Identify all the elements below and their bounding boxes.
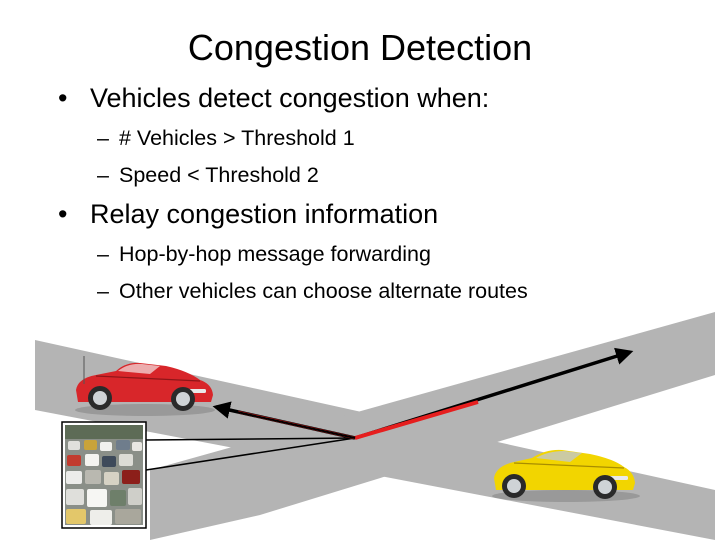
relay-arrow-backward-core [227,409,356,439]
yellow-car-icon [492,449,640,502]
dash-glyph: – [97,126,109,150]
photo-connector-bottom [145,437,356,471]
sub-item-1-1-text: # Vehicles > Threshold 1 [119,126,355,150]
sub-item-2-2: –Other vehicles can choose alternate rou… [97,276,528,306]
sub-item-2-1: –Hop-by-hop message forwarding [97,239,431,269]
sub-item-2-1-text: Hop-by-hop message forwarding [119,242,431,266]
sub-item-1-2-text: Speed < Threshold 2 [119,163,319,187]
bullet-2: • Relay congestion information [58,196,438,232]
red-car-icon [75,356,215,416]
bullet-1: • Vehicles detect congestion when: [58,80,489,116]
bullet-glyph: • [58,199,68,229]
dash-glyph: – [97,163,109,187]
bullet-1-text: Vehicles detect congestion when: [90,83,490,113]
slide-title: Congestion Detection [187,27,533,68]
dash-glyph: – [97,279,109,303]
bullet-glyph: • [58,83,68,113]
sub-item-1-1: –# Vehicles > Threshold 1 [97,123,355,153]
dash-glyph: – [97,242,109,266]
photo-connector-top [145,437,356,441]
congestion-segment [354,400,479,440]
sub-item-2-2-text: Other vehicles can choose alternate rout… [119,279,528,303]
traffic-jam-photo-icon [61,421,147,529]
sub-item-1-2: –Speed < Threshold 2 [97,160,319,190]
bullet-2-text: Relay congestion information [90,199,439,229]
